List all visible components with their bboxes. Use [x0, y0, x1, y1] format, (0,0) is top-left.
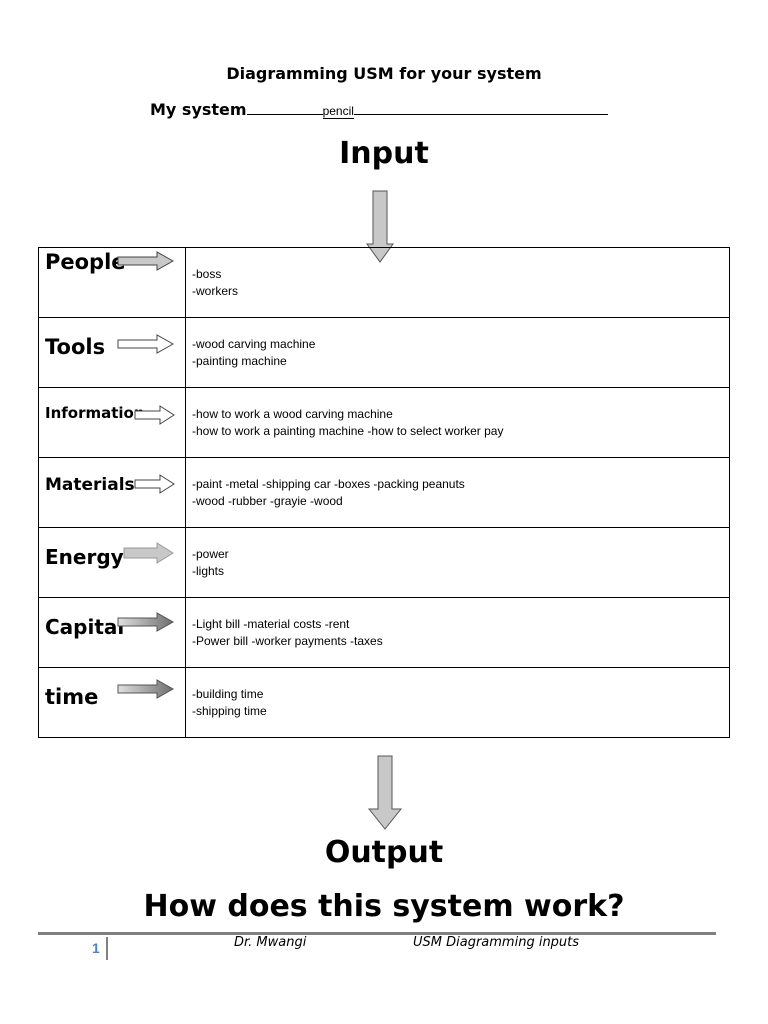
items-cell: -building time -shipping time	[185, 667, 730, 738]
right-arrow-icon	[134, 474, 175, 494]
items-cell: -Light bill -material costs -rent -Power…	[185, 597, 730, 668]
category-label: Materials	[45, 475, 135, 495]
category-cell: Information	[38, 387, 186, 458]
items-cell: -how to work a wood carving machine -how…	[185, 387, 730, 458]
category-cell: Tools	[38, 317, 186, 388]
item-line: -boss	[192, 266, 222, 281]
items-cell: -wood carving machine -painting machine	[185, 317, 730, 388]
item-line: -wood -rubber -grayie -wood	[192, 493, 343, 508]
output-heading: Output	[324, 835, 444, 870]
down-arrow-icon	[367, 755, 403, 830]
item-line: -how to work a painting machine -how to …	[192, 423, 504, 438]
item-line: -how to work a wood carving machine	[192, 406, 393, 421]
right-arrow-icon	[117, 334, 175, 354]
category-cell: Materials	[38, 457, 186, 528]
item-line: -Power bill -worker payments -taxes	[192, 633, 383, 648]
category-cell: time	[38, 667, 186, 738]
items-cell: -boss -workers	[185, 247, 730, 318]
item-line: -Light bill -material costs -rent	[192, 616, 350, 631]
items-cell: -paint -metal -shipping car -boxes -pack…	[185, 457, 730, 528]
input-heading: Input	[339, 136, 429, 171]
inputs-table: People -boss -workers Tools -wood carvin…	[38, 247, 730, 738]
category-label: Energy	[45, 545, 124, 569]
category-label: time	[45, 685, 99, 709]
item-line: -wood carving machine	[192, 336, 316, 351]
page-number-divider	[106, 937, 108, 960]
footer-divider	[38, 932, 716, 935]
table-row-materials: Materials -paint -metal -shipping car -b…	[38, 457, 730, 528]
table-row-energy: Energy -power -lights	[38, 527, 730, 598]
item-line: -paint -metal -shipping car -boxes -pack…	[192, 476, 465, 491]
category-label: Tools	[45, 335, 106, 359]
item-line: -workers	[192, 283, 239, 298]
page-number: 1	[92, 940, 100, 956]
right-arrow-icon	[117, 251, 175, 271]
table-row-people: People -boss -workers	[38, 247, 730, 318]
right-arrow-icon	[123, 542, 174, 564]
item-line: -lights	[192, 563, 225, 578]
items-cell: -power -lights	[185, 527, 730, 598]
right-arrow-icon	[134, 405, 175, 425]
table-row-information: Information -how to work a wood carving …	[38, 387, 730, 458]
table-row-tools: Tools -wood carving machine -painting ma…	[38, 317, 730, 388]
system-line: My system pencil	[150, 100, 608, 119]
table-row-capital: Capital -Light bill -material costs -ren…	[38, 597, 730, 668]
document-title: Diagramming USM for your system	[226, 64, 542, 83]
item-line: -power	[192, 546, 229, 561]
category-cell: Capital	[38, 597, 186, 668]
question-heading: How does this system work?	[143, 889, 625, 924]
footer-topic: USM Diagramming inputs	[413, 935, 580, 950]
system-blank-left	[246, 100, 323, 115]
item-line: -building time	[192, 686, 264, 701]
table-row-time: time -building time -shipping time	[38, 667, 730, 738]
system-value[interactable]: pencil	[322, 104, 354, 119]
category-cell: Energy	[38, 527, 186, 598]
system-blank-right	[353, 100, 608, 115]
category-label: People	[45, 250, 126, 274]
item-line: -painting machine	[192, 353, 287, 368]
category-label: Information	[45, 404, 145, 422]
footer-author: Dr. Mwangi	[234, 935, 307, 950]
right-arrow-icon	[117, 612, 175, 632]
right-arrow-icon	[117, 679, 175, 699]
system-label: My system	[150, 100, 247, 119]
category-label: Capital	[45, 615, 125, 639]
item-line: -shipping time	[192, 703, 267, 718]
category-cell: People	[38, 247, 186, 318]
